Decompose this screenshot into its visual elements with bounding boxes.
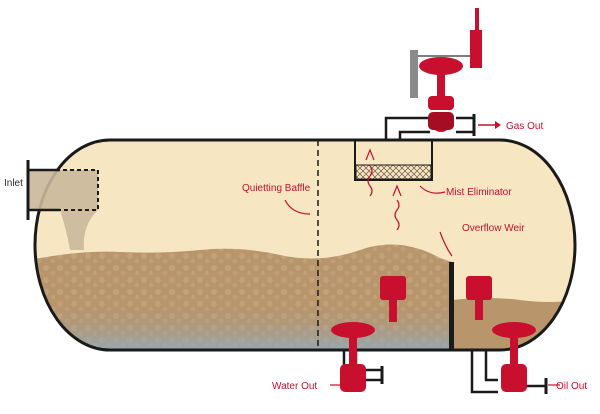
quieting-baffle-label: Quietting Baffle [242, 183, 311, 194]
control-valve-icon [410, 8, 482, 132]
inlet-label: Inlet [4, 178, 23, 189]
mist-eliminator-label: Mist Eliminator [446, 187, 512, 198]
water-out-label: Water Out [272, 381, 317, 392]
gas-outlet-pipe [384, 114, 501, 140]
oil-outlet-pipe [470, 322, 548, 394]
annotation-arrows [284, 185, 560, 386]
level-controller-icon [380, 276, 492, 322]
mist-eliminator [354, 140, 433, 231]
water-layer [35, 300, 452, 350]
inlet-pipe [26, 160, 99, 250]
overflow-weir [449, 262, 454, 350]
overflow-weir-label: Overflow Weir [462, 223, 525, 234]
water-outlet-pipe [331, 322, 384, 392]
oil-out-label: Oil Out [556, 381, 587, 392]
gas-out-label: Gas Out [506, 121, 543, 132]
